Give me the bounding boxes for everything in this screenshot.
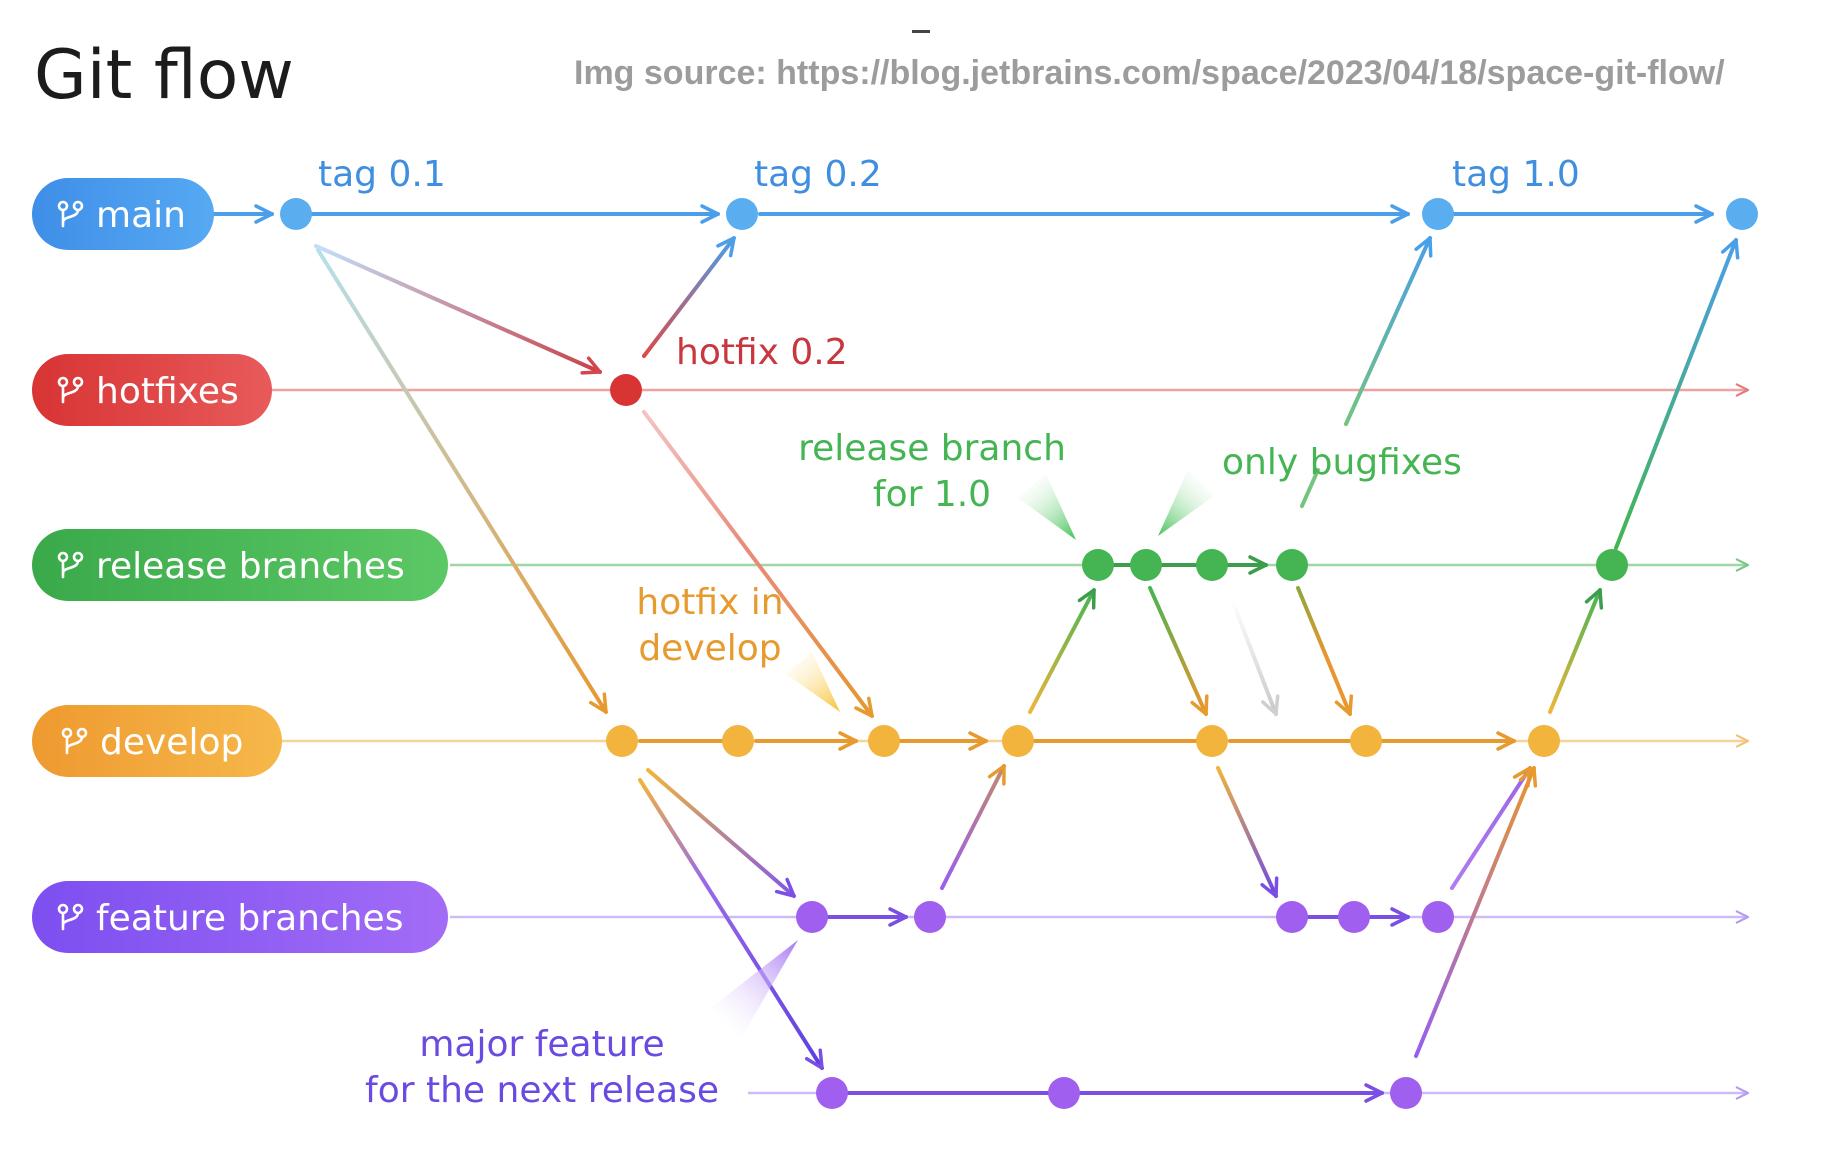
commit-release-4: [1276, 549, 1308, 581]
branch-icon: [57, 551, 84, 579]
arrow-main-to-hotfix: [314, 244, 602, 375]
tag-label-02: tag 0.2: [754, 154, 882, 195]
arrow-develop-to-feature: [646, 768, 796, 898]
commit-hotfix-02: [610, 374, 642, 406]
commit-develop-5: [1196, 725, 1228, 757]
pill-background: [32, 881, 448, 953]
branch-pill-develop[interactable]: develop: [32, 705, 282, 777]
arrow-release-to-main: [1344, 236, 1433, 426]
arrow-feature-to-develop-2: [1450, 766, 1532, 890]
commit-feature-1: [796, 901, 828, 933]
annotation-hotfix-in-line2: develop: [638, 628, 781, 669]
arrow-release-to-develop-faded: [1230, 598, 1280, 716]
arrow-release-to-main-2: [1614, 238, 1740, 550]
pointer-release-branch: [1018, 474, 1076, 540]
annotation-release-branch-line2: for 1.0: [873, 474, 991, 515]
branch-pill-hotfixes[interactable]: hotfixes: [32, 354, 272, 426]
commit-major-feature-2: [1048, 1077, 1080, 1109]
branch-pill-release[interactable]: release branches: [32, 529, 448, 601]
arrow-hotfix-to-main: [642, 236, 736, 358]
annotation-major-feature-line2: for the next release: [365, 1070, 719, 1111]
branch-label-hotfixes: hotfixes: [96, 371, 239, 412]
commit-develop-2: [722, 725, 754, 757]
arrow-develop-to-feature-2: [1216, 766, 1279, 898]
branch-label-release: release branches: [96, 546, 405, 587]
pointer-only-bugfixes: [1158, 470, 1214, 536]
diagram-title: Git flow: [34, 36, 294, 115]
commit-feature-3: [1276, 901, 1308, 933]
image-source-text: Img source: https://blog.jetbrains.com/s…: [574, 54, 1725, 92]
arrow-release-to-develop-2: [1296, 586, 1354, 716]
commit-develop-7: [1528, 725, 1560, 757]
branch-label-main: main: [96, 195, 186, 236]
top-mark: [912, 30, 930, 33]
commit-main-tag01: [280, 198, 312, 230]
branch-icon: [61, 727, 88, 755]
feature-branch-arrows: [826, 907, 1410, 1103]
commit-major-feature-3: [1390, 1077, 1422, 1109]
commit-develop-1: [606, 725, 638, 757]
branch-pill-main[interactable]: main: [32, 178, 214, 250]
annotation-hotfix-in-line1: hotfix in: [636, 582, 783, 623]
pointer-major-feature: [708, 940, 798, 1040]
commit-main-tag02: [726, 198, 758, 230]
commit-develop-3: [868, 725, 900, 757]
tag-label-01: tag 0.1: [318, 154, 446, 195]
arrow-release-to-main-tail: [1300, 468, 1320, 508]
tag-label-10: tag 1.0: [1452, 154, 1580, 195]
branch-pill-feature[interactable]: feature branches: [32, 881, 448, 953]
commit-develop-4: [1002, 725, 1034, 757]
annotation-hotfix-02: hotfix 0.2: [676, 332, 848, 373]
pill-background: [32, 178, 214, 250]
arrow-develop-to-release: [1028, 588, 1096, 714]
pill-background: [32, 529, 448, 601]
annotation-only-bugfixes: only bugfixes: [1222, 442, 1462, 483]
commit-release-5: [1596, 549, 1628, 581]
arrow-main-to-develop: [316, 248, 608, 714]
arrow-develop-to-major-feature: [638, 778, 824, 1070]
callout-pointers: [708, 470, 1214, 1040]
commit-develop-6: [1350, 725, 1382, 757]
merge-arrows: [314, 236, 1740, 1070]
arrow-hotfix-to-develop: [642, 410, 874, 718]
branch-icon: [57, 376, 84, 404]
commit-release-3: [1196, 549, 1228, 581]
pointer-hotfix-in-develop: [786, 652, 840, 712]
annotation-major-feature-line1: major feature: [419, 1024, 664, 1065]
pill-background: [32, 354, 272, 426]
arrow-develop-to-release-2: [1548, 588, 1604, 714]
commit-release-2: [1130, 549, 1162, 581]
arrow-major-feature-to-develop: [1414, 766, 1538, 1058]
commit-feature-4: [1338, 901, 1370, 933]
pill-background: [32, 705, 282, 777]
branch-label-develop: develop: [100, 722, 243, 763]
branch-icon: [57, 200, 84, 228]
commit-main-tag10: [1422, 198, 1454, 230]
arrow-release-to-develop-1: [1148, 586, 1209, 716]
commit-major-feature-1: [816, 1077, 848, 1109]
annotation-release-branch-line1: release branch: [798, 428, 1066, 469]
commit-feature-5: [1422, 901, 1454, 933]
commit-nodes: [280, 198, 1758, 1109]
branch-label-feature: feature branches: [96, 898, 403, 939]
commit-release-1: [1082, 549, 1114, 581]
arrow-feature-to-develop: [940, 764, 1006, 890]
commit-main-end: [1726, 198, 1758, 230]
branch-icon: [57, 903, 84, 931]
commit-feature-2: [914, 901, 946, 933]
